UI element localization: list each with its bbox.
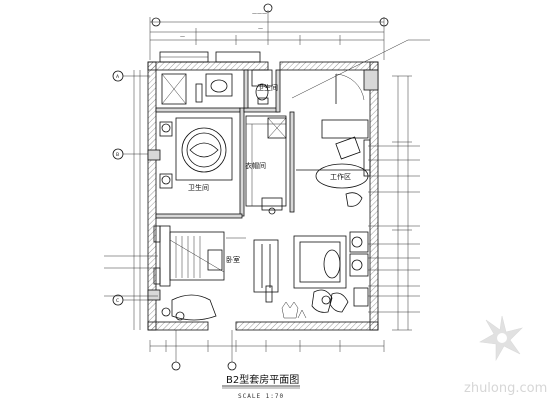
- leader-lines: [104, 39, 430, 313]
- grid-bubbles-top: [151, 3, 389, 27]
- room-label-bedroom: 卧室: [226, 255, 240, 264]
- top-dimension-lines: ——— — —: [149, 10, 385, 60]
- grid-label-c: C: [116, 298, 119, 304]
- title-block: B2型套房平面图 SCALE 1:70: [222, 373, 300, 400]
- entrance-door: [321, 73, 369, 139]
- svg-text:—: —: [180, 34, 185, 40]
- drawing-scale: SCALE 1:70: [238, 393, 284, 400]
- grid-label-b: B: [116, 152, 119, 158]
- svg-text:———: ———: [252, 11, 267, 17]
- room-label-bathroom-2: 卫生间: [257, 83, 278, 92]
- cloakroom: 衣帽间: [245, 115, 287, 215]
- watermark-text: zhulong.com: [464, 381, 547, 396]
- room-label-study: 工作区: [330, 172, 351, 181]
- grid-label-a: A: [116, 74, 120, 80]
- room-label-bathroom: 卫生间: [188, 183, 209, 192]
- bathroom-fixtures: 卫生间: [161, 69, 278, 105]
- outer-walls: [147, 61, 379, 331]
- bed-stripes: [169, 236, 225, 278]
- sofa-set: [293, 231, 369, 313]
- bathroom-main: 卫生间: [159, 117, 233, 192]
- bedroom: 卧室: [153, 225, 307, 321]
- study-area: 工作区: [315, 136, 371, 207]
- interior-walls: [155, 69, 370, 219]
- drawing-title: B2型套房平面图: [226, 373, 299, 386]
- right-dimension-lines: [392, 75, 412, 331]
- left-grid-axes: A B C: [112, 70, 150, 330]
- watermark: zhulong.com: [464, 315, 547, 396]
- watermark-logo-icon: [479, 315, 523, 362]
- svg-text:—: —: [258, 26, 263, 32]
- bottom-dimension-lines: [149, 330, 385, 371]
- top-ledge: [159, 51, 261, 63]
- room-label-cloakroom: 衣帽间: [245, 161, 266, 170]
